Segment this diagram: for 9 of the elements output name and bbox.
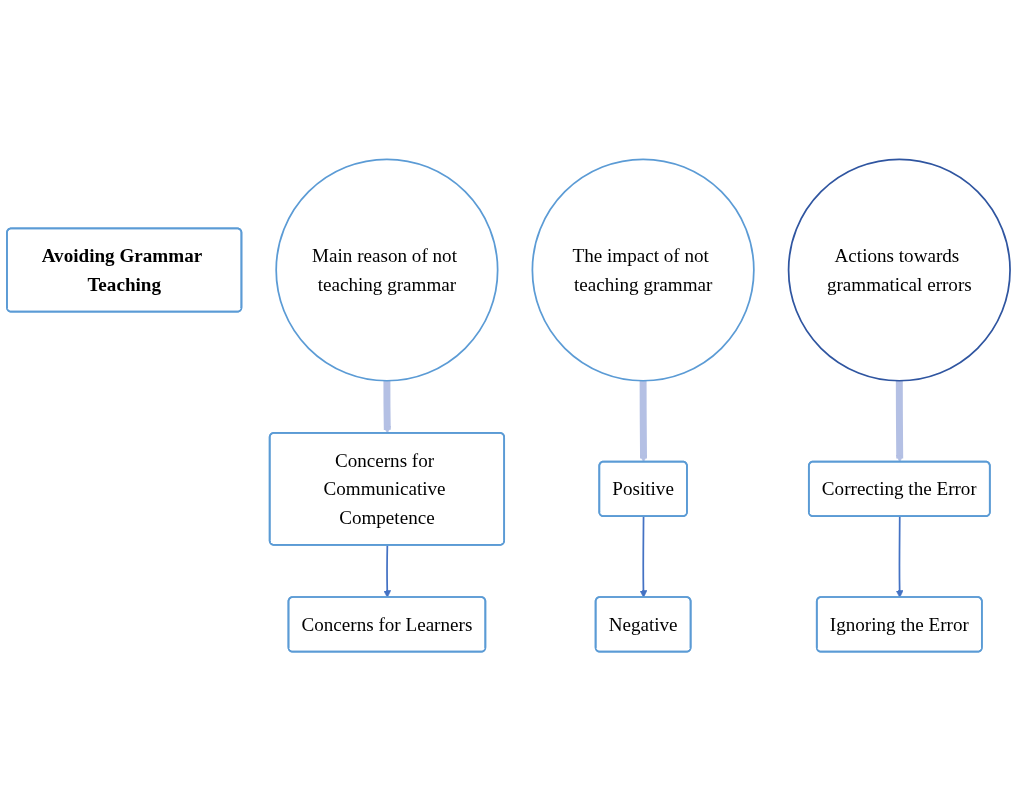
node-circle: Actions towards grammatical errors <box>787 158 1011 382</box>
arrow <box>639 515 648 598</box>
arrow <box>383 380 392 434</box>
node-circle: Main reason of not teaching grammar <box>275 158 499 382</box>
arrow <box>639 380 648 463</box>
arrow <box>383 544 392 598</box>
node-circle: The impact of not teaching grammar <box>531 158 755 382</box>
arrow <box>895 380 904 463</box>
arrow <box>895 515 904 598</box>
